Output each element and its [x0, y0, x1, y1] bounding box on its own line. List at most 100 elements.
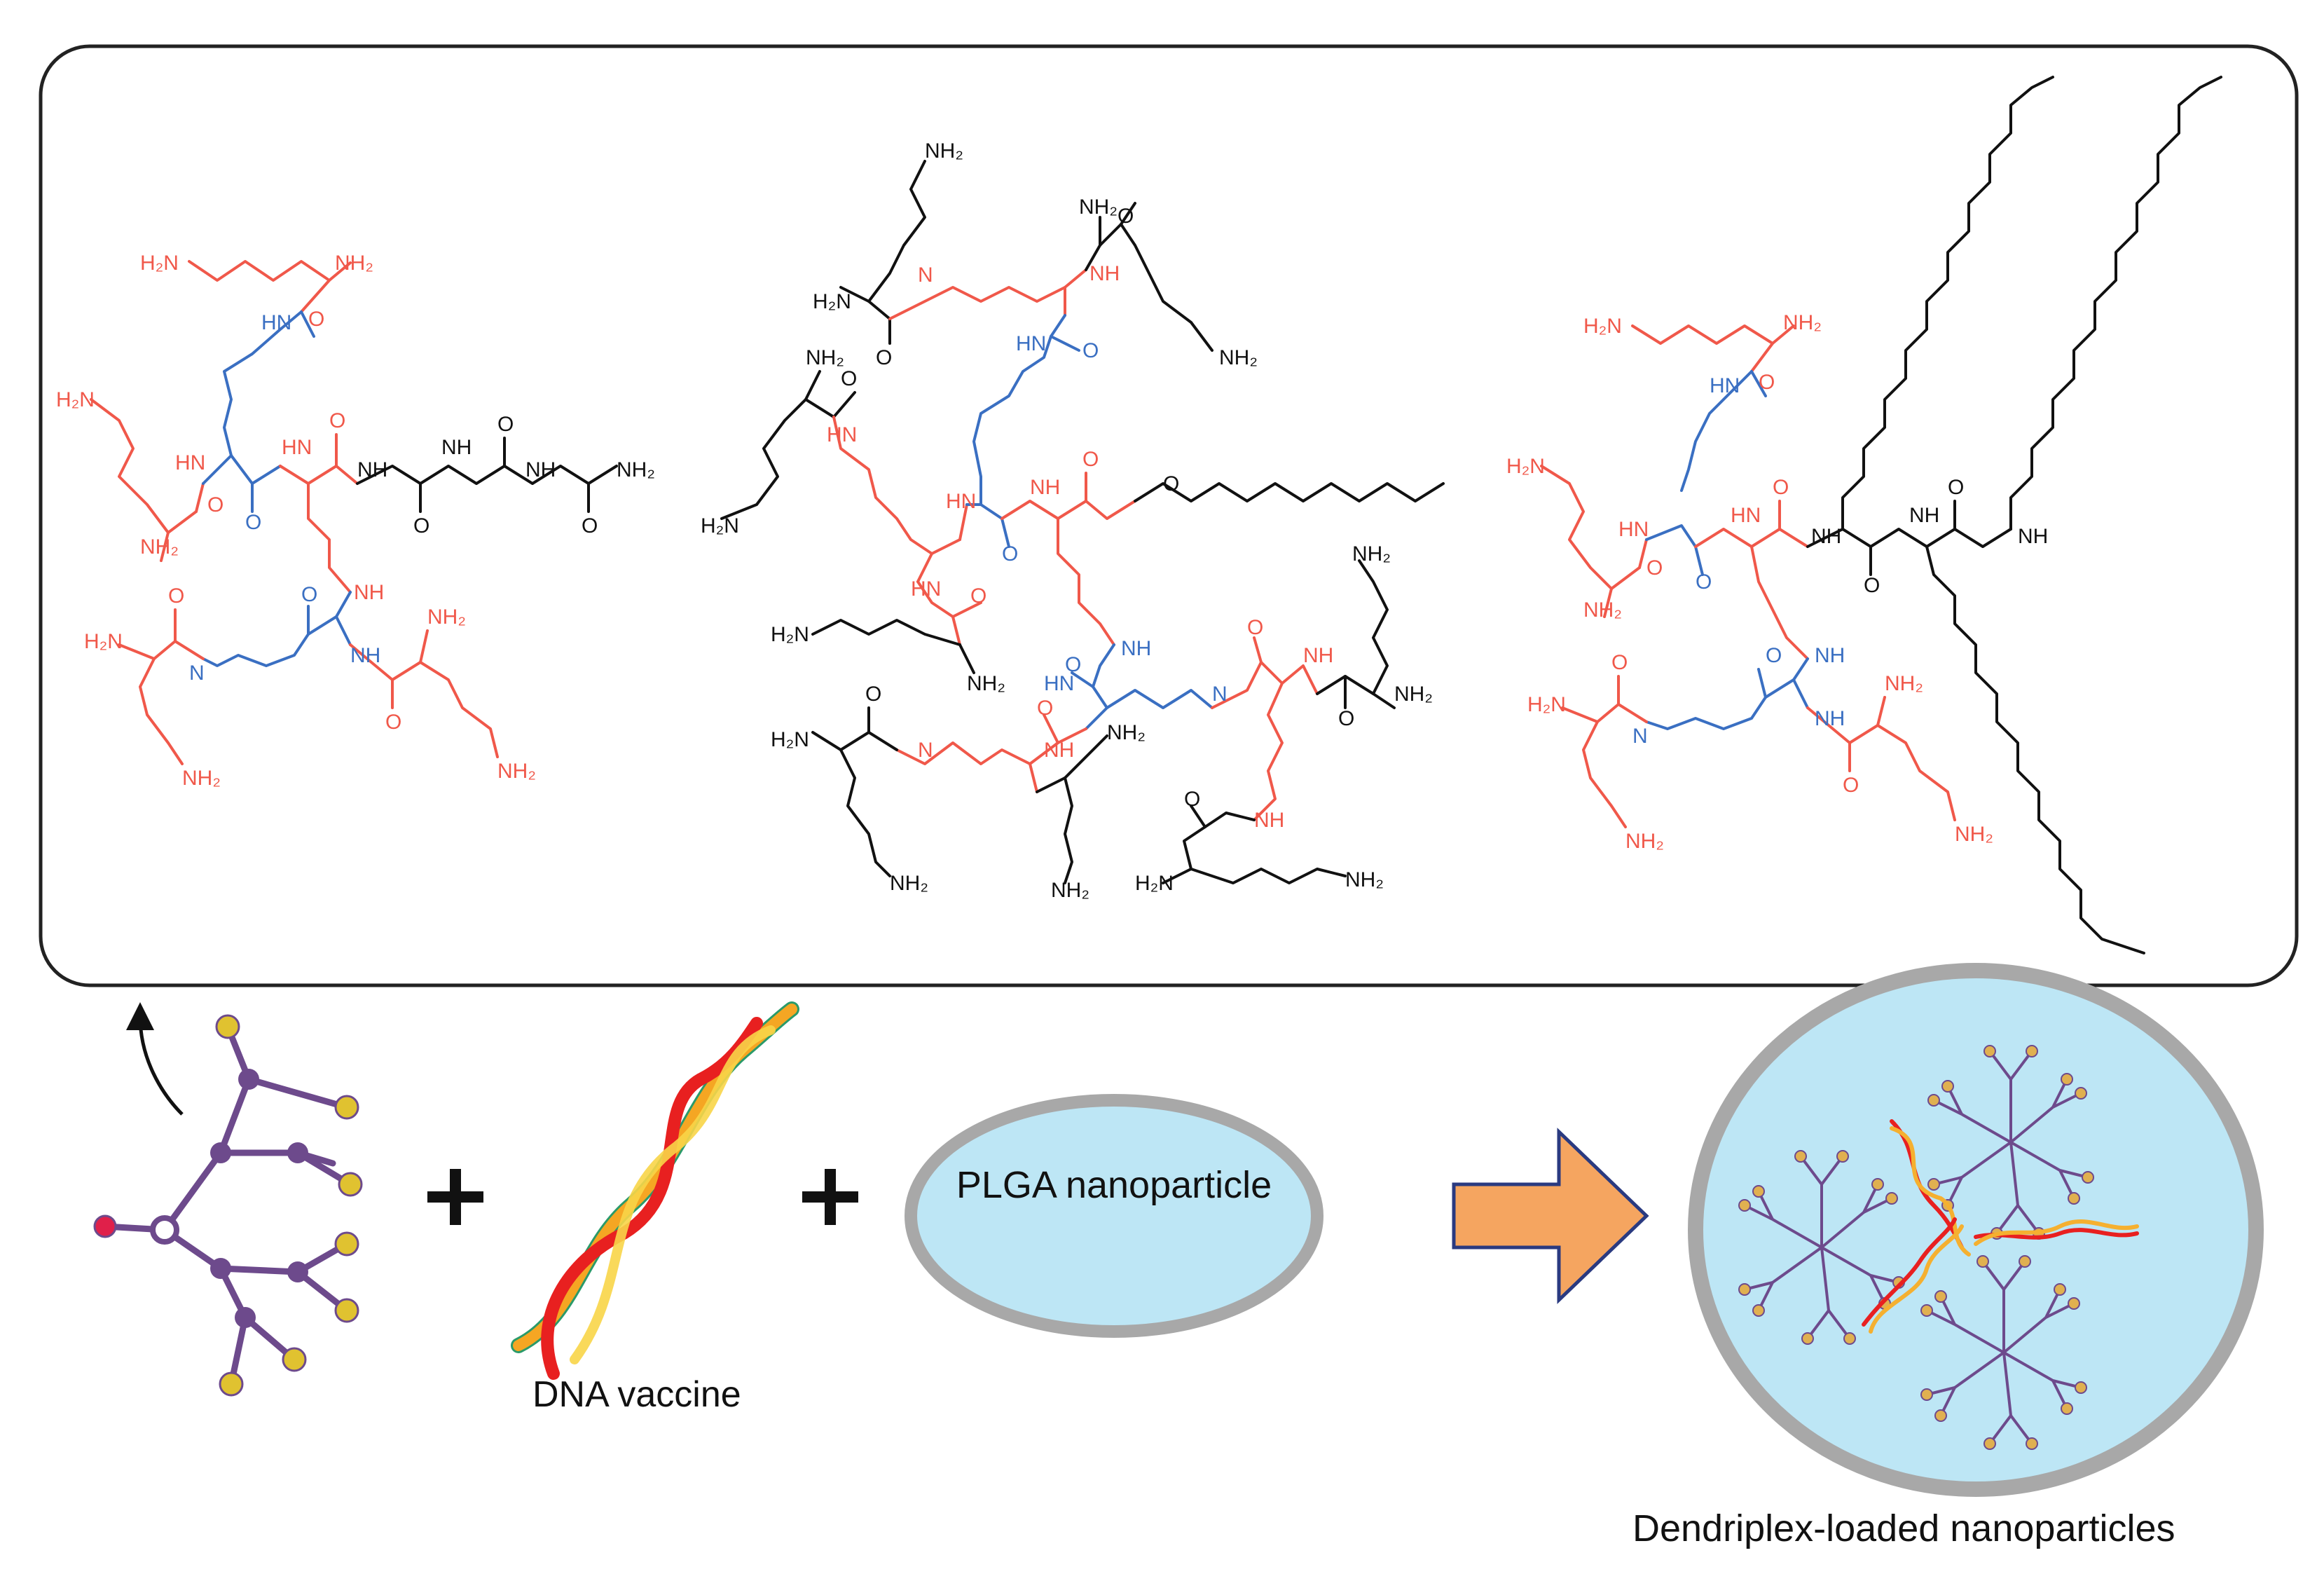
dna-helix-icon: [1862, 1119, 2139, 1334]
o-label: O: [385, 711, 401, 734]
o-label: O: [1247, 616, 1263, 639]
hn-label: HN: [282, 436, 312, 459]
nh2-label: NH₂: [890, 872, 928, 895]
o-label: O: [865, 683, 881, 706]
h2n-label: H₂N: [140, 252, 179, 275]
nh2-label: NH₂: [182, 767, 221, 790]
nh2-label: NH₂: [427, 605, 466, 629]
o-label: O: [413, 514, 429, 538]
hn-label: HN: [175, 451, 205, 474]
o-label: O: [497, 413, 514, 436]
nh2-label: NH₂: [1394, 683, 1433, 706]
nh2-label: NH₂: [1885, 672, 1923, 695]
o-label: O: [1864, 574, 1880, 597]
o-label: O: [1766, 644, 1782, 667]
nh-label: NH: [2018, 525, 2048, 548]
o-label: O: [1696, 570, 1712, 594]
nh2-label: NH₂: [617, 458, 655, 481]
h2n-label: H₂N: [1583, 315, 1622, 338]
o-label: O: [1163, 472, 1179, 495]
plga-label: PLGA nanoparticle: [956, 1164, 1272, 1206]
h2n-label: H₂N: [84, 630, 123, 653]
h2n-label: H₂N: [1135, 872, 1174, 895]
o-label: O: [1184, 788, 1200, 811]
o-label: O: [1082, 448, 1099, 471]
block-arrow-icon: [1452, 1128, 1649, 1304]
o-label: O: [301, 583, 317, 606]
nh-label: NH: [354, 581, 384, 604]
nh-label: NH: [1815, 644, 1845, 667]
o-label: O: [1037, 697, 1053, 720]
h2n-label: H₂N: [56, 388, 95, 411]
molecule-2: [720, 160, 1445, 884]
nh2-label: NH₂: [1051, 879, 1089, 902]
plus-icon: [802, 1169, 858, 1225]
o-label: O: [329, 409, 345, 432]
hn-label: HN: [911, 577, 941, 601]
o-label: O: [168, 584, 184, 608]
nh2-label: NH₂: [1345, 868, 1384, 891]
nh-label: NH: [1044, 739, 1074, 762]
o-label: O: [1611, 651, 1628, 674]
n-label: N: [1632, 725, 1648, 748]
nh-label: NH: [350, 644, 380, 667]
o-label: O: [1759, 371, 1775, 394]
plga-nanoparticle: [905, 1094, 1323, 1338]
nh2-label: NH₂: [1783, 311, 1822, 334]
h2n-label: H₂N: [1527, 693, 1566, 716]
n-label: N: [918, 739, 933, 762]
nh-label: NH: [357, 458, 387, 481]
h2n-label: H₂N: [771, 623, 809, 646]
nh-label: NH: [1254, 809, 1284, 832]
hn-label: HN: [827, 423, 857, 446]
o-label: O: [970, 584, 986, 608]
o-label: O: [1065, 653, 1081, 676]
nh-label: NH: [441, 436, 472, 459]
o-label: O: [841, 367, 857, 390]
hn-label: HN: [946, 490, 976, 513]
o-label: O: [1773, 476, 1789, 499]
nh2-label: NH₂: [1219, 346, 1258, 369]
result-label: Dendriplex-loaded nanoparticles: [1632, 1507, 2175, 1549]
n-label: N: [1212, 683, 1228, 706]
nh2-label: NH₂: [967, 672, 1005, 695]
nh2-label: NH₂: [1583, 598, 1622, 622]
nh-label: NH: [1303, 644, 1333, 667]
dendrimer-nodes: [93, 1014, 363, 1397]
nh-label: NH: [1811, 525, 1841, 548]
nh-label: NH: [1121, 637, 1151, 660]
structures-panel: [39, 44, 2299, 987]
o-label: O: [1002, 542, 1018, 566]
o-label: O: [1843, 774, 1859, 797]
h2n-label: H₂N: [701, 514, 739, 538]
hn-label: HN: [1731, 504, 1761, 527]
o-label: O: [1948, 476, 1964, 499]
molecule-1: [90, 260, 618, 765]
dna-helix-icon: [511, 1001, 799, 1380]
nh-label: NH: [525, 458, 556, 481]
h2n-label: H₂N: [771, 728, 809, 751]
hn-label: HN: [1618, 518, 1649, 541]
o-label: O: [582, 514, 598, 538]
o-label: O: [1082, 339, 1099, 362]
h2n-label: H₂N: [1506, 455, 1545, 478]
nh2-label: NH₂: [1352, 542, 1391, 566]
nh-label: NH: [1815, 707, 1845, 730]
nh2-label: NH₂: [1079, 196, 1118, 219]
nh-label: NH: [1030, 476, 1060, 499]
o-label: O: [245, 511, 261, 534]
nh2-label: NH₂: [925, 139, 963, 163]
molecule-3: [1540, 76, 2222, 954]
o-label: O: [876, 346, 892, 369]
hn-label: HN: [1016, 332, 1046, 355]
n-label: N: [918, 263, 933, 287]
nh2-label: NH₂: [1955, 823, 1993, 846]
nh2-label: NH₂: [497, 760, 536, 783]
nh2-label: NH₂: [806, 346, 844, 369]
nh-label: NH: [1909, 504, 1939, 527]
o-label: O: [1338, 707, 1354, 730]
hn-label: HN: [261, 311, 291, 334]
nh2-label: NH₂: [1625, 830, 1664, 853]
dendriplex-nanoparticle: [1688, 963, 2264, 1497]
